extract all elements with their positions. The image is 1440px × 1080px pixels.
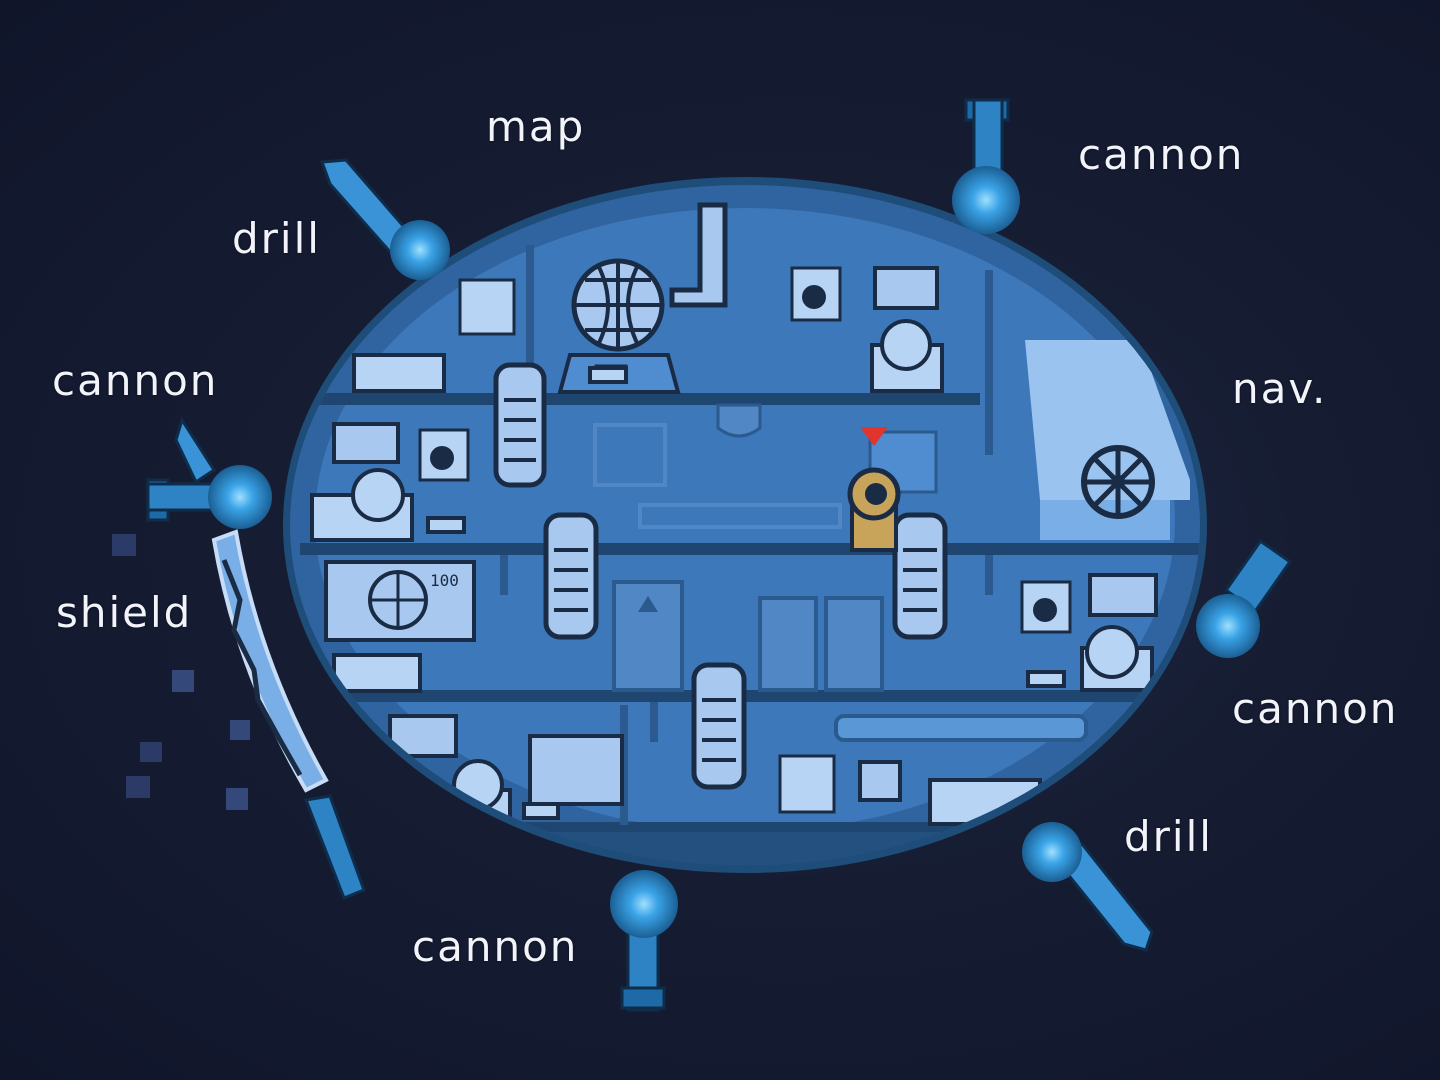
label-cannon-left: cannon — [52, 356, 219, 405]
computer-terminal[interactable]: 100 — [324, 560, 476, 693]
shield-barrier[interactable] — [211, 529, 366, 900]
navigation-wheel-icon[interactable] — [1081, 445, 1155, 519]
label-cannon-top-right: cannon — [1078, 130, 1245, 179]
poster — [458, 278, 836, 814]
label-cannon-right: cannon — [1232, 684, 1399, 733]
label-drill-top-left: drill — [232, 214, 321, 263]
screen-readout: 100 — [430, 571, 459, 590]
label-shield: shield — [56, 588, 193, 637]
arcade-machine[interactable] — [758, 596, 884, 692]
player-diver — [847, 467, 901, 552]
shield-debris — [112, 534, 250, 810]
cannon-turret-bottom[interactable] — [610, 870, 678, 1012]
ladder[interactable] — [493, 362, 948, 790]
submarine-interior: 100 — [300, 202, 1200, 865]
drill-turret-top-left[interactable] — [319, 158, 450, 280]
label-nav: nav. — [1232, 364, 1328, 413]
label-map: map — [486, 102, 586, 151]
cannon-turret-top[interactable] — [952, 98, 1020, 234]
door[interactable] — [612, 580, 684, 692]
drill-turret-bottom-right[interactable] — [1022, 822, 1154, 952]
label-cannon-bottom: cannon — [412, 922, 579, 971]
bomb-poster — [418, 266, 1072, 634]
wall-monitor — [332, 266, 1158, 802]
cannon-turret-right[interactable] — [1196, 539, 1293, 658]
label-drill-bottom-right: drill — [1124, 812, 1213, 861]
player-marker-icon — [860, 427, 888, 446]
cannon-turret-left[interactable] — [146, 416, 272, 529]
